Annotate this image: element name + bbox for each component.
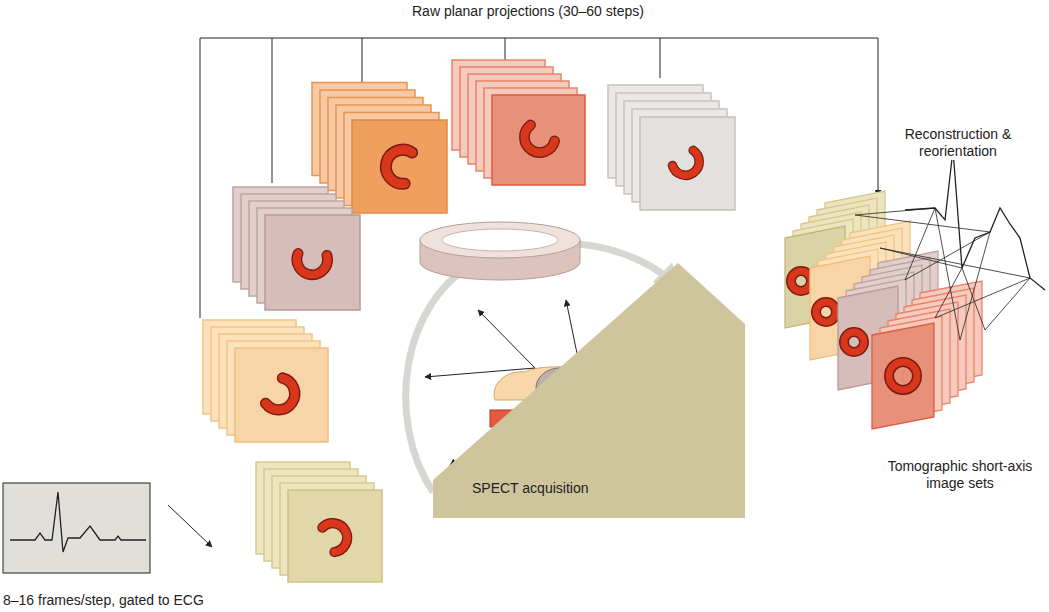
projection-stack — [608, 85, 735, 210]
caption-label: Reconstruction & reorientation — [888, 126, 1028, 160]
gating-arrow — [168, 505, 212, 547]
gated-waveform — [855, 150, 1045, 340]
projection-stack — [233, 187, 360, 310]
acquisition-field: SPECT acquisition — [432, 262, 746, 519]
caption-label: Raw planar projections (30–60 steps) — [412, 3, 644, 20]
caption-label: 8–16 frames/step, gated to ECG — [3, 592, 204, 609]
projection-stack — [203, 320, 328, 442]
caption-label: Tomographic short-axis image sets — [880, 458, 1040, 492]
projection-stack — [452, 60, 585, 185]
gamma-camera — [420, 222, 580, 280]
short-axis-front-stack — [872, 281, 982, 429]
projection-stack — [256, 462, 382, 582]
bracket-lines — [200, 38, 878, 318]
ecg-trace-box — [3, 483, 150, 573]
node-label: SPECT acquisition — [472, 480, 588, 497]
